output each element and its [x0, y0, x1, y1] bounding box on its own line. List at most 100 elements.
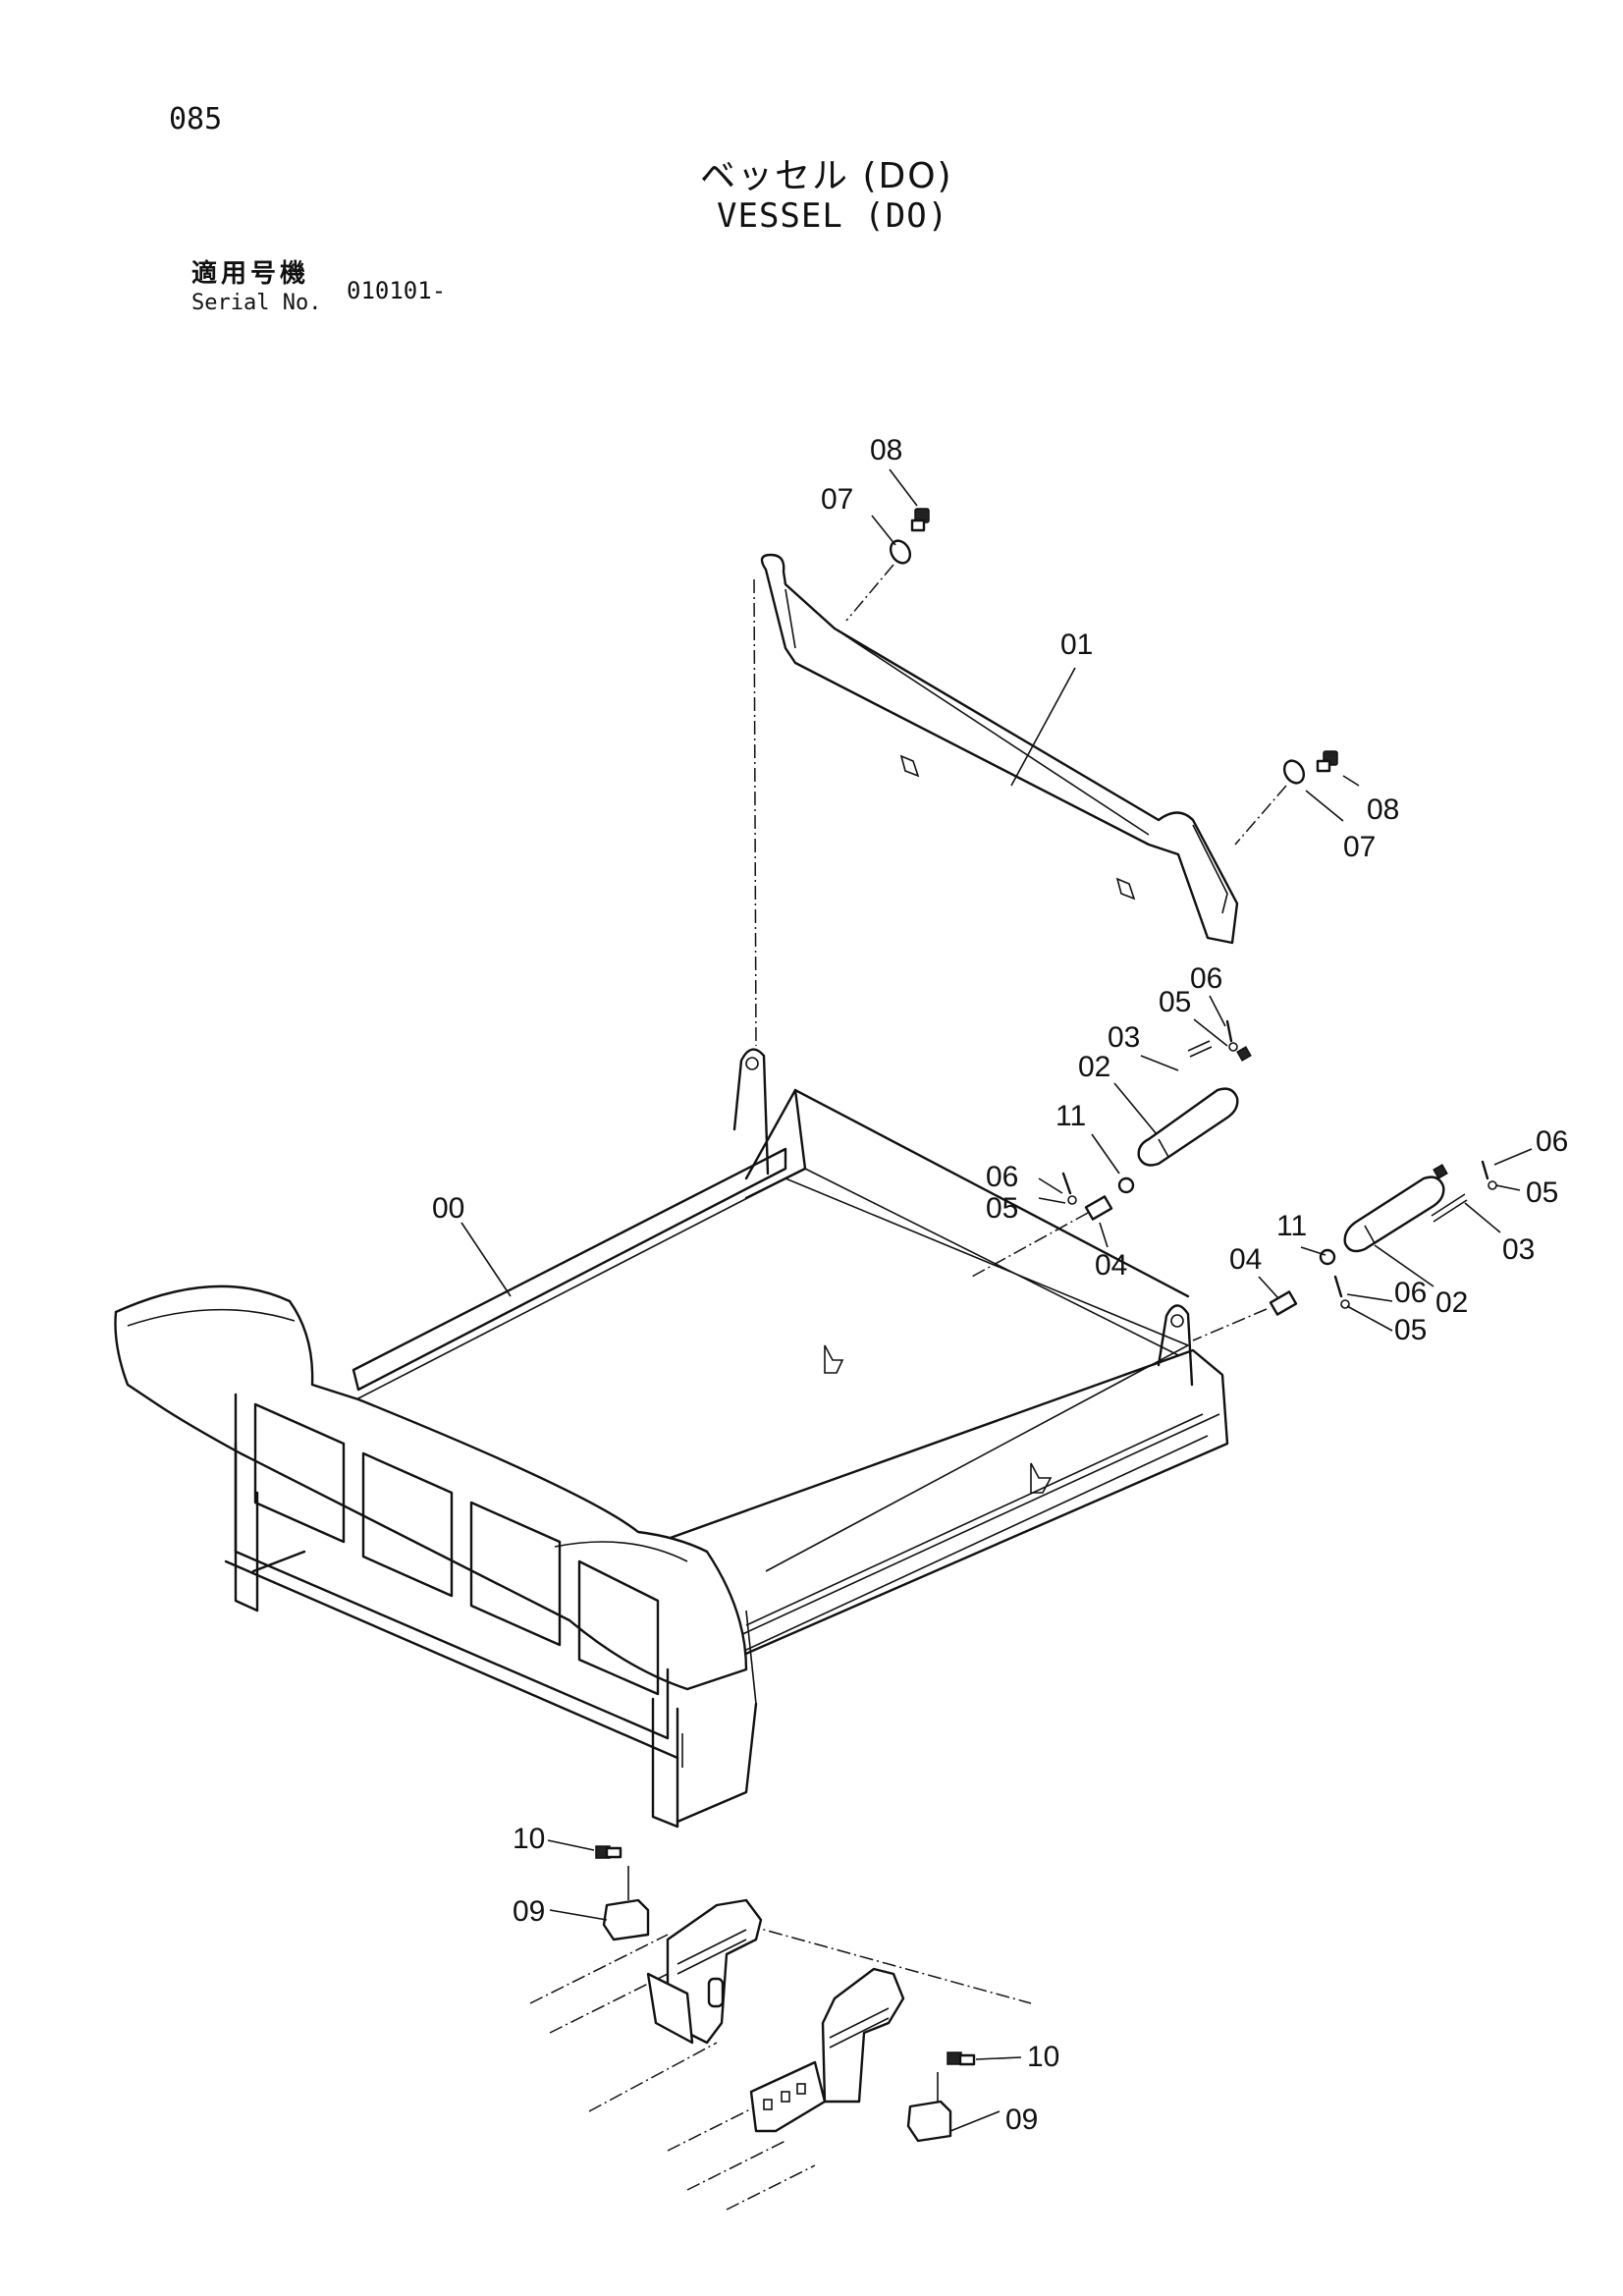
leader-lines: [460, 468, 1533, 2132]
chassis-rail-upper-2: [549, 1973, 669, 2034]
front-leg-right: [651, 1697, 679, 1829]
spring-lower: [1431, 1193, 1468, 1223]
callout-05-right: 05: [1526, 1176, 1558, 1209]
leader-02b: [1374, 1244, 1434, 1287]
cylinder-assembly-upper: [971, 1019, 1252, 1278]
callout-00: 00: [432, 1192, 464, 1225]
chassis-rail-lower-3: [686, 2140, 786, 2191]
rear-wall-base: [804, 1168, 1179, 1356]
leader-04b: [1258, 1276, 1279, 1299]
leader-09b: [949, 2110, 1001, 2132]
front-wall-bottom-rail: [224, 1559, 679, 1760]
floor-tab-2: [1030, 1462, 1053, 1494]
nut-lower: [1319, 1248, 1336, 1266]
right-canopy-strap: [745, 1610, 757, 1705]
rear-wall-top: [793, 1088, 1190, 1298]
washer-upper-left: [1067, 1195, 1077, 1205]
frame-hole-3: [796, 2083, 806, 2095]
beam-pin-right-axis: [1234, 785, 1287, 846]
chassis-rail-lower-1: [588, 2042, 718, 2112]
callout-06-right: 06: [1536, 1125, 1568, 1158]
leader-05d: [1346, 1305, 1393, 1332]
collar-upper: [1084, 1195, 1113, 1221]
cross-beam-left-face: [784, 588, 796, 649]
front-leg-left: [234, 1442, 259, 1613]
leader-05b: [1038, 1197, 1066, 1204]
beam-pin-right-group: [1234, 750, 1338, 846]
stopper-upper-bolt-shank: [605, 1846, 622, 1859]
damper-lower-rod-end: [1433, 1164, 1448, 1179]
collar-lower: [1269, 1290, 1298, 1316]
damper-cylinder-upper-ring: [1158, 1138, 1169, 1158]
callout-08-right: 08: [1367, 793, 1399, 826]
cross-beam-outline: [760, 553, 1239, 945]
cross-beam-lug-1: [899, 754, 920, 778]
cotter-pin-upper-left: [1061, 1172, 1072, 1195]
leader-06a: [1209, 995, 1226, 1027]
leader-11b: [1300, 1246, 1326, 1256]
washer-lower-left: [1340, 1299, 1350, 1309]
cross-beam-lug-2: [1115, 877, 1136, 901]
callout-03-upper: 03: [1108, 1021, 1140, 1054]
serial-number-label: Serial No.: [191, 291, 322, 315]
callout-08-top: 08: [870, 434, 902, 466]
right-side-rib-bottom: [745, 1435, 1209, 1651]
stopper-lower-group: [906, 2051, 976, 2143]
hinge-bracket-right-detail: [829, 2007, 890, 2049]
front-panel-3: [469, 1501, 562, 1647]
frame-web-left: [646, 1972, 694, 2045]
leader-10b: [975, 2056, 1022, 2060]
leader-06d: [1346, 1293, 1393, 1302]
callout-04-lower: 04: [1229, 1243, 1262, 1276]
chassis-rail-lower-2: [667, 2101, 767, 2152]
stopper-block-upper: [602, 1898, 650, 1941]
right-side-lower-edge: [686, 1413, 1220, 1661]
front-panel-1: [253, 1402, 346, 1544]
frame-web-right: [749, 2060, 827, 2133]
leader-08a: [889, 468, 918, 507]
callout-09-lower: 09: [1005, 2104, 1038, 2136]
stopper-upper-group: [595, 1845, 650, 1941]
leader-11a: [1091, 1133, 1120, 1175]
frame-slot: [707, 1977, 725, 2008]
cylinder-assembly-lower: [1192, 1160, 1497, 1341]
leader-10a: [547, 1839, 595, 1851]
washer-upper-top: [1228, 1042, 1238, 1052]
callout-labels: 00 01 08 07 08 07 06 05 03 02 11 06 05 0…: [432, 434, 1568, 2136]
beam-pin-left-axis: [845, 564, 894, 622]
page-number: 085: [169, 102, 223, 137]
callout-10-upper: 10: [513, 1823, 545, 1855]
leader-03a: [1140, 1055, 1179, 1071]
callout-10-lower: 10: [1027, 2041, 1059, 2073]
leader-06b: [1038, 1177, 1063, 1194]
floor-tab-1: [824, 1344, 844, 1374]
bolt-right-shank: [1316, 759, 1331, 773]
cotter-pin-lower-left: [1333, 1275, 1343, 1298]
callout-06-upper: 06: [1190, 962, 1222, 995]
title-japanese: ベッセル (DO): [700, 156, 953, 196]
hinge-bracket-left: [732, 1048, 770, 1175]
callout-01: 01: [1060, 629, 1093, 661]
beam-to-vessel-axis: [753, 578, 757, 1047]
spring-upper: [1187, 1040, 1213, 1058]
front-leg-left-brace: [251, 1550, 306, 1573]
applicable-units-label: 適用号機: [191, 259, 310, 289]
front-panel-2: [361, 1451, 454, 1598]
beam-pin-left-group: [753, 508, 930, 1047]
nut-upper: [1117, 1176, 1135, 1194]
o-ring-left: [889, 539, 912, 565]
chassis-frame: [529, 1898, 1032, 2211]
leader-05c: [1495, 1184, 1521, 1191]
chassis-rail-upper-1: [529, 1934, 669, 2004]
damper-cylinder-lower-ring: [1364, 1225, 1376, 1244]
hinge-bracket-right: [1157, 1304, 1194, 1387]
cross-beam-right-face: [1192, 824, 1228, 914]
damper-cylinder-upper: [1137, 1087, 1239, 1167]
canopy-crease-right: [554, 1541, 688, 1562]
o-ring-right: [1282, 759, 1306, 785]
callout-11-upper: 11: [1055, 1100, 1086, 1132]
cross-beam: [760, 553, 1239, 945]
leader-08b: [1342, 775, 1360, 787]
